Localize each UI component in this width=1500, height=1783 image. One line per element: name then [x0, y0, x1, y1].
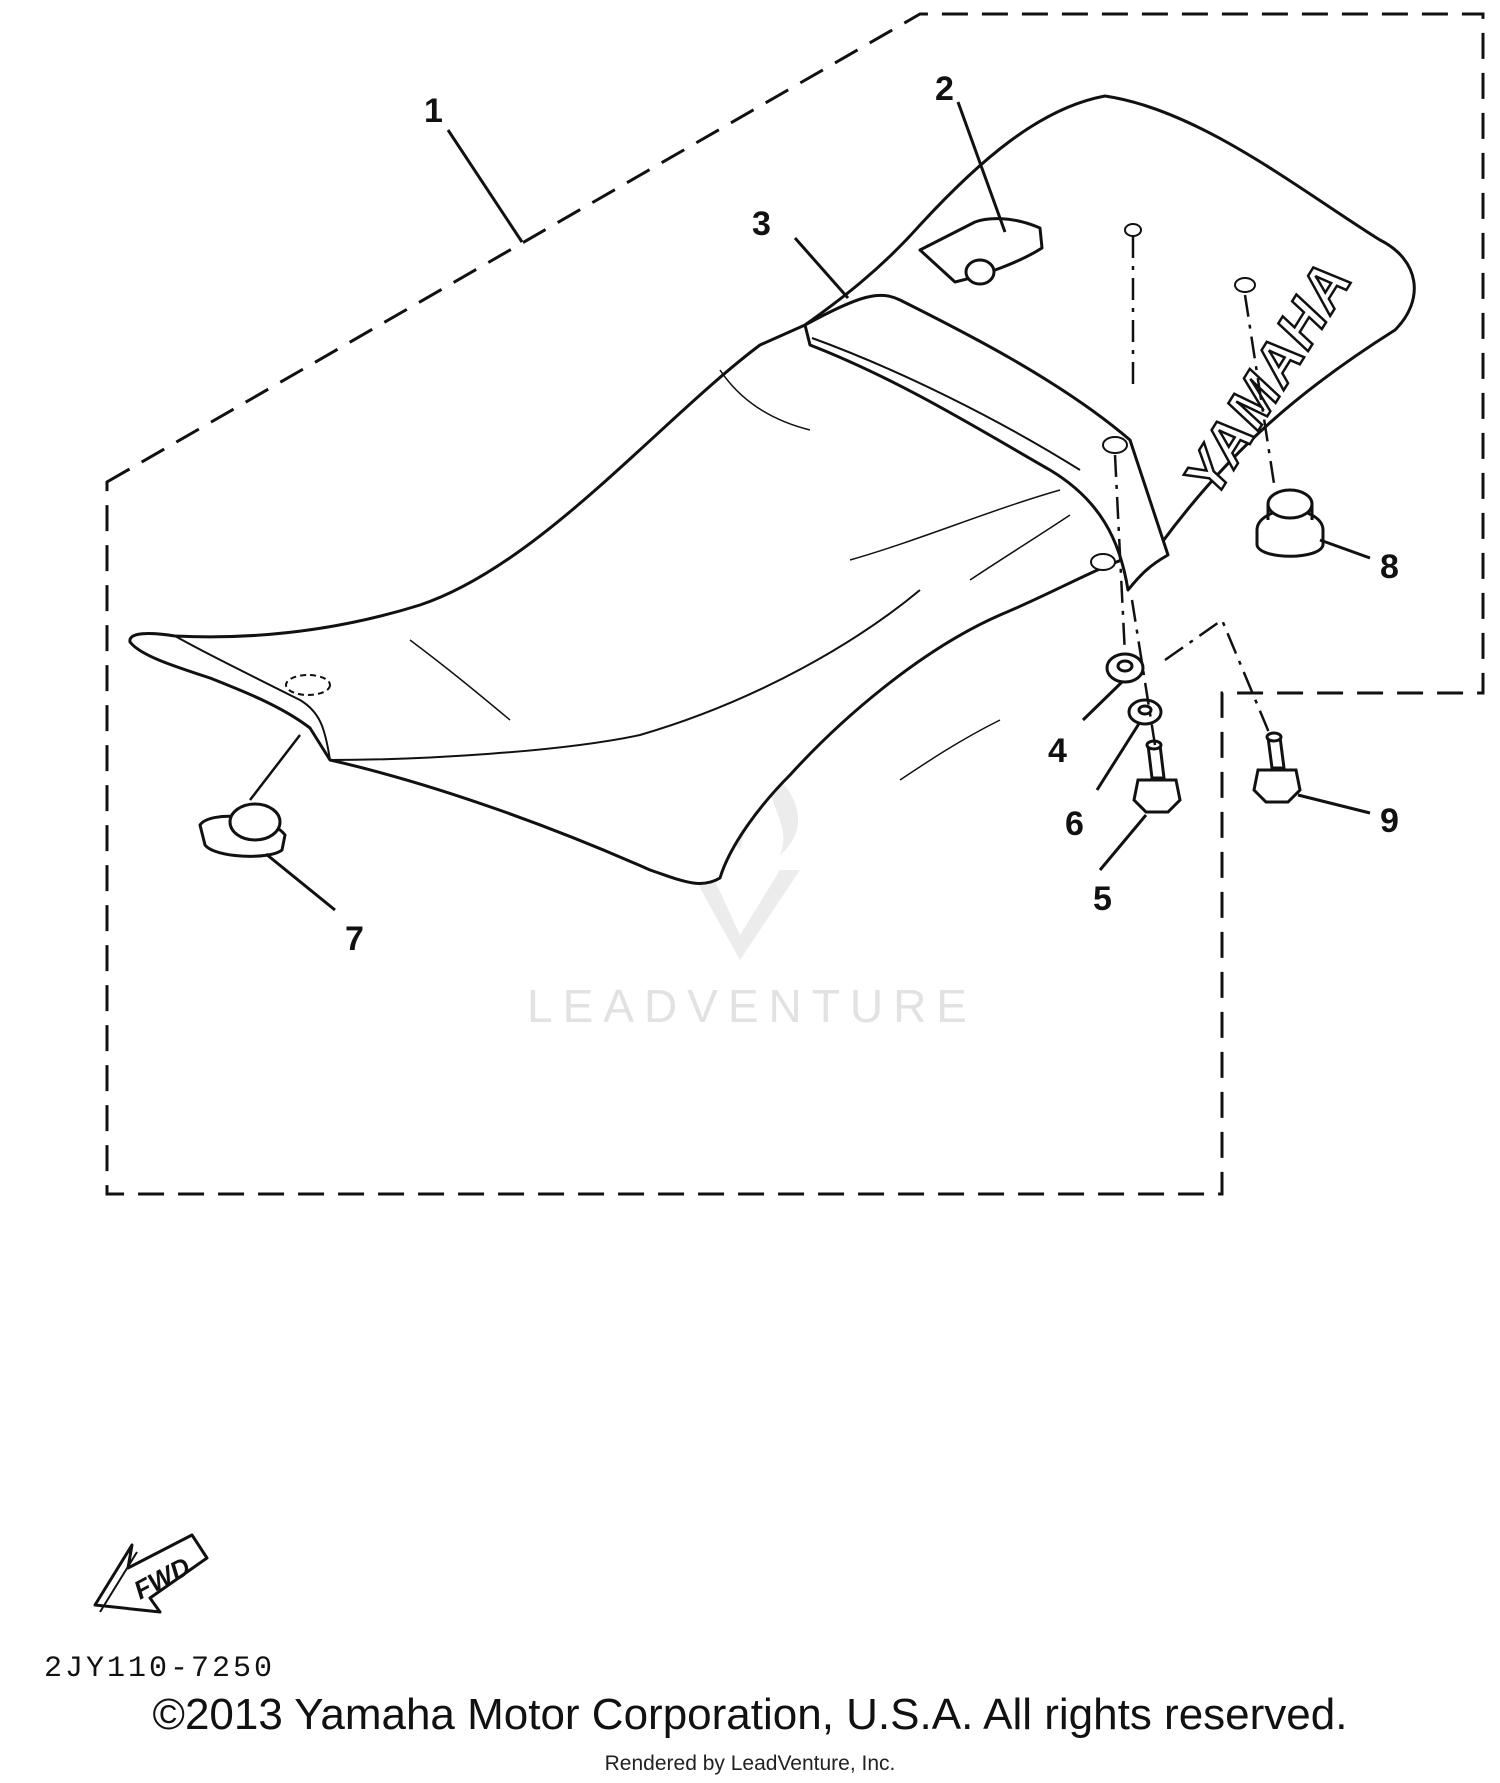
part-damper-7 [198, 802, 287, 858]
seat-crease-4 [969, 514, 1071, 581]
seat-hole [285, 674, 331, 696]
callout-9: 9 [1380, 802, 1399, 840]
seat [128, 94, 1416, 885]
seat-crease-1 [409, 639, 511, 721]
fwd-arrow-icon [93, 1533, 209, 1614]
leader-lines [265, 101, 1371, 912]
seat-hole [1090, 553, 1116, 571]
watermark-v-icon [690, 870, 800, 960]
callout-8: 8 [1380, 548, 1399, 586]
fwd-arrow: FWD [93, 1533, 209, 1614]
diagram-code: 2JY110-7250 [44, 1652, 276, 1686]
seat-outline [128, 94, 1416, 885]
seat-crease-3 [719, 369, 811, 431]
callout-7: 7 [345, 920, 364, 958]
callout-6: 6 [1065, 805, 1084, 843]
seat-side-line [329, 589, 921, 761]
seat-hinge-pin [964, 258, 996, 286]
part-bolt-5 [1132, 739, 1182, 814]
seat-strap [803, 293, 1170, 592]
copyright-notice: ©2013 Yamaha Motor Corporation, U.S.A. A… [152, 1690, 1348, 1739]
seat-crease-2 [849, 489, 1061, 561]
seat-top-edge [174, 635, 331, 761]
rendered-by: Rendered by LeadVenture, Inc. [604, 1752, 896, 1775]
callout-2: 2 [935, 70, 954, 108]
part-collar-6 [1127, 698, 1163, 726]
callout-3: 3 [752, 205, 771, 243]
part-washer-4 [1105, 652, 1145, 684]
seat-hole [1102, 436, 1128, 454]
watermark-text: LEADVENTURE [527, 980, 977, 1032]
part-damper-8 [1255, 488, 1325, 558]
seat-hole [1234, 277, 1256, 293]
callout-4: 4 [1048, 732, 1067, 770]
callout-5: 5 [1093, 880, 1112, 918]
seat-hole [1124, 223, 1142, 237]
seat-strap-line [811, 337, 1081, 471]
callout-1: 1 [424, 92, 443, 130]
seat-crease-5 [899, 719, 1001, 781]
part-bolt-9 [1252, 731, 1302, 804]
assembly-lines [249, 236, 1277, 801]
callouts: 1 2 3 4 5 6 7 8 9 [345, 70, 1399, 958]
